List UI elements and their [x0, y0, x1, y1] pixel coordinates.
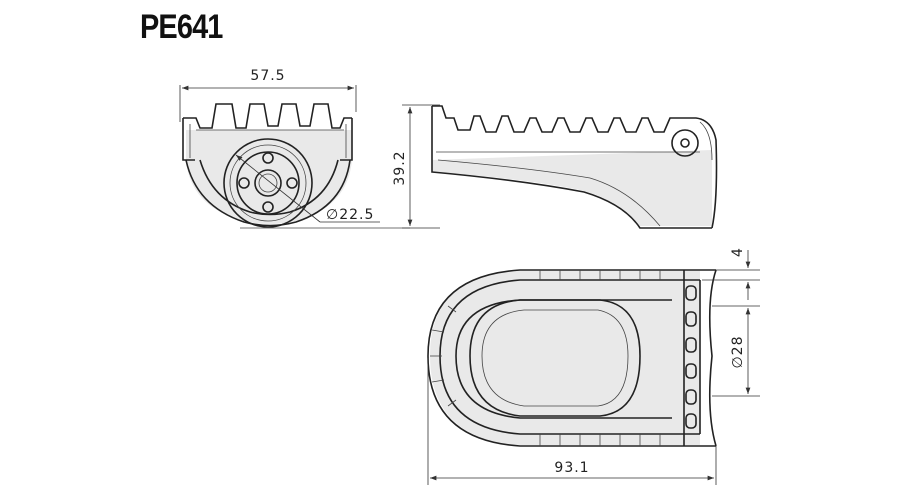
top-view	[427, 250, 760, 485]
dim-height-side: 39.2	[392, 150, 408, 185]
dim-offset-top: 4	[730, 247, 746, 257]
side-view	[402, 104, 718, 229]
dim-pin-diameter: ∅28	[730, 335, 746, 368]
part-number-title: PE641	[140, 8, 223, 46]
dim-hole-diameter: ∅22.5	[326, 207, 374, 223]
dim-width-front: 57.5	[250, 68, 285, 84]
dim-length-bottom: 93.1	[554, 460, 589, 476]
front-view	[179, 85, 410, 229]
